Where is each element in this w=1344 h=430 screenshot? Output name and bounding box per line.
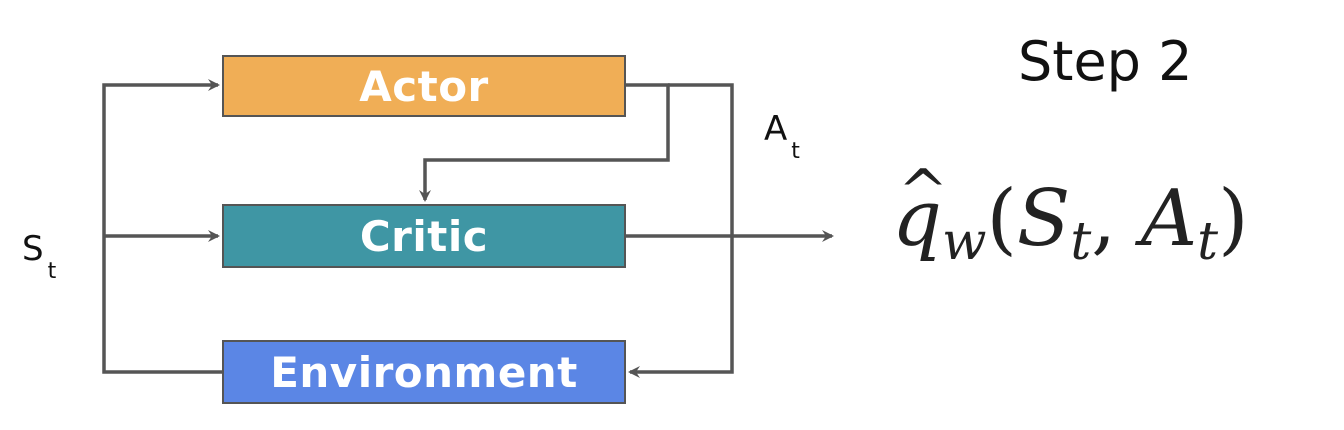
- formula-s: S: [1016, 174, 1071, 264]
- step-title: Step 2: [1018, 30, 1193, 93]
- state-subscript: t: [47, 259, 57, 284]
- formula-w-subscript: w: [941, 212, 987, 272]
- critic-label: Critic: [359, 211, 489, 261]
- formula-open-paren: (: [986, 174, 1017, 264]
- action-to-critic-arrow: [419, 83, 670, 202]
- state-symbol: S: [22, 229, 44, 269]
- formula-a: A: [1140, 174, 1198, 264]
- formula-comma: ,: [1091, 174, 1141, 264]
- action-subscript: t: [791, 139, 800, 164]
- environment-box: Environment: [222, 340, 626, 404]
- actor-box: Actor: [222, 55, 626, 117]
- critic-box: Critic: [222, 204, 626, 268]
- state-loop-line: [102, 79, 222, 374]
- formula-q-letter: q: [892, 174, 942, 264]
- action-value-formula: ^qw(St, At): [892, 162, 1249, 268]
- action-to-environment-arrow: [628, 83, 734, 378]
- action-label: At: [764, 109, 800, 163]
- formula-hat: ^: [898, 157, 949, 227]
- actor-label: Actor: [359, 61, 489, 111]
- formula-q: ^q: [892, 162, 948, 258]
- state-label: St: [22, 229, 56, 283]
- formula-a-subscript: t: [1197, 212, 1219, 272]
- formula-s-subscript: t: [1070, 212, 1092, 272]
- formula-close-paren: ): [1218, 174, 1249, 264]
- action-symbol: A: [764, 109, 788, 149]
- environment-label: Environment: [270, 347, 578, 397]
